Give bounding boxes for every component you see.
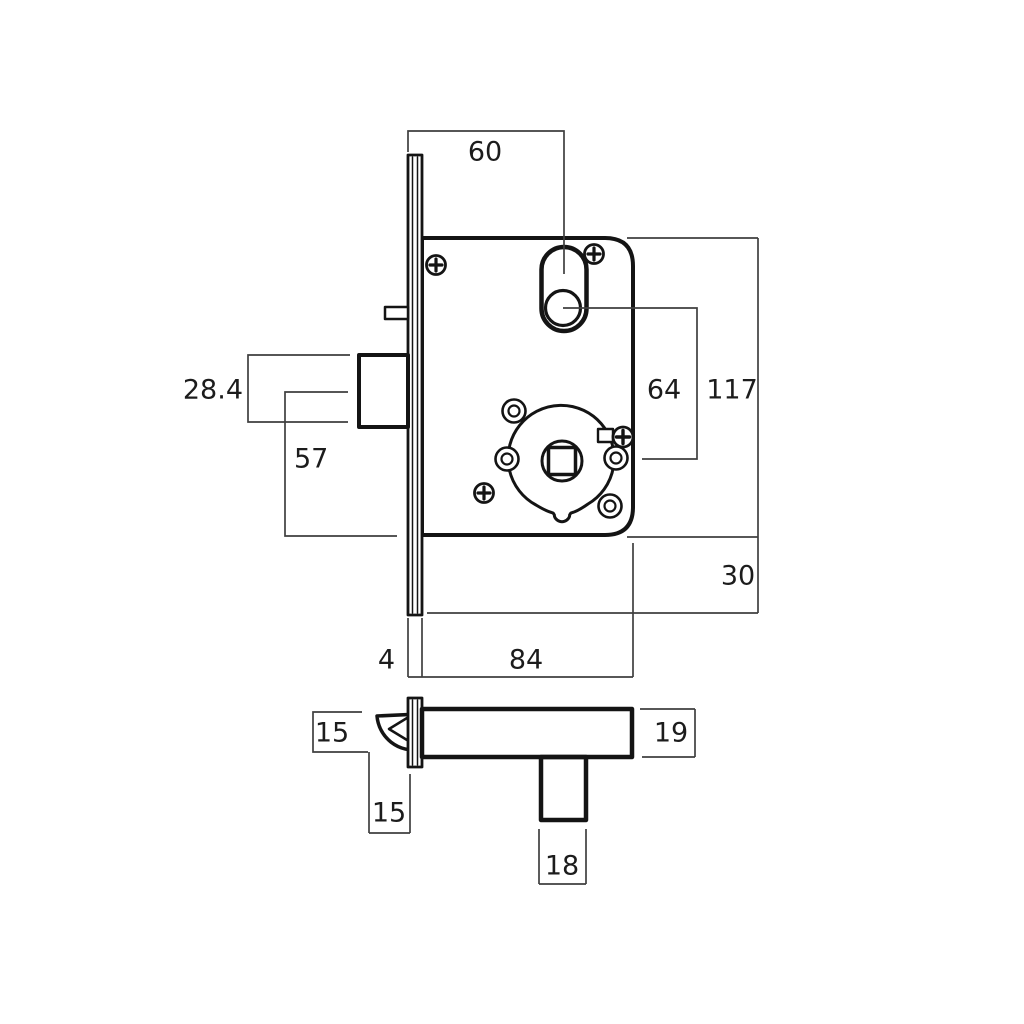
fixing-hole [597,493,623,519]
screw-icon [425,254,447,276]
dim-follower-housing-width: 18 [538,829,587,885]
dim-backset: 60 [407,130,565,274]
latch-bolt-front [357,353,410,429]
dim-case-thickness: 19 [640,708,696,758]
fixing-holes [494,398,629,519]
faceplate [406,153,424,617]
fixing-hole [494,446,520,472]
dim-case-height: 117 [627,237,759,613]
dim-bolt-center-to-bottom: 57 [284,391,397,537]
dim-cylinder-to-follower: 64 [563,307,698,460]
bottom-view [375,696,635,823]
screws [425,243,635,504]
screw-icon [583,243,605,265]
dim-label-15b: 15 [372,798,406,829]
screw-icon [611,425,635,449]
dim-label-backset: 60 [468,137,502,168]
follower-hub [506,403,616,524]
dim-faceplate-overhang: 30 [427,561,758,614]
dim-label-30: 30 [721,561,755,592]
dim-bolt-section-height: 15 [312,711,368,753]
bottom-view-dimensions: 15 15 19 18 [312,708,696,885]
dim-label-4: 4 [378,645,395,676]
dim-label-117: 117 [706,375,758,406]
auxiliary-bolt-tab [383,305,410,321]
follower-housing-section [538,754,589,823]
dim-label-18: 18 [545,851,579,882]
dim-bolt-height: 28.4 [183,354,350,423]
dim-label-84: 84 [509,645,543,676]
lock-case-outline [420,236,635,537]
dim-label-57: 57 [294,444,328,475]
screw-icon [473,482,495,504]
latch-bolt-bevel-edge [387,716,409,742]
fixing-hole [603,445,629,471]
spindle-circle [540,439,584,483]
front-view-dimensions: 60 28.4 57 64 117 30 4 [183,130,759,678]
dim-label-64: 64 [647,375,681,406]
front-view [357,153,635,617]
spindle-square-hole [546,445,578,477]
fixing-hole [501,398,527,424]
dim-case-depth: 4 84 [378,543,634,678]
hub-stop-tab [596,427,615,444]
dim-label-15a: 15 [315,718,349,749]
dim-label-19: 19 [654,718,688,749]
dim-label-bolt-height: 28.4 [183,375,243,406]
dim-bolt-projection: 15 [368,752,411,834]
case-section [419,706,635,760]
